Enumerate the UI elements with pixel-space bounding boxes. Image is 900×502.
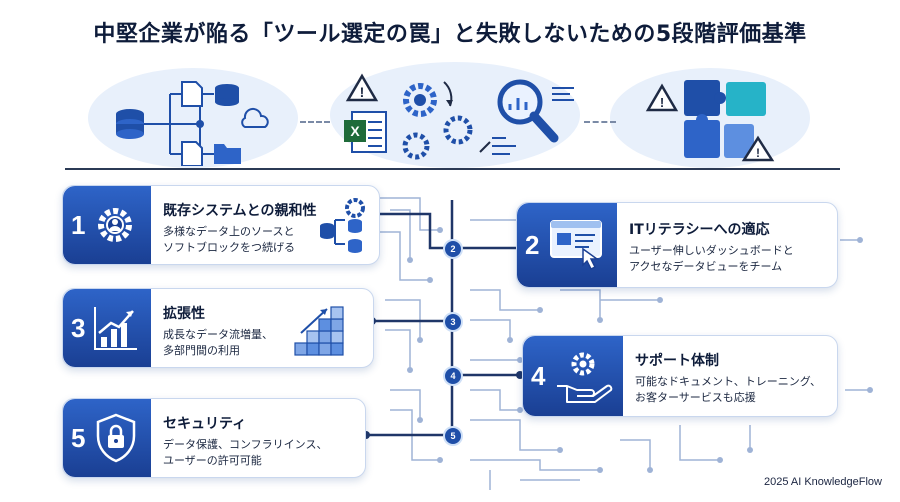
svg-text:!: !: [660, 95, 664, 110]
circuit-connectors: [362, 197, 873, 490]
criterion-desc-1a: 多様なデータ上のソースと: [163, 225, 295, 238]
criterion-tab-2: 2: [517, 203, 617, 287]
criterion-desc-3a: 成長なデータ流増量、: [163, 328, 273, 341]
criterion-card-1: 1 既存システムとの親和性 多様なデータ上のソースと ソフトブロックをつ続げる: [62, 185, 380, 265]
criterion-title-4: サポート体制: [635, 353, 719, 369]
criterion-title-1: 既存システムとの親和性: [163, 203, 317, 219]
criterion-desc-4b: お客ターサービスも応援: [635, 391, 756, 404]
criterion-desc-5a: データ保護、コンフラリインス、: [163, 438, 328, 451]
section-divider: [65, 168, 840, 170]
criterion-desc-2b: アクセなデータビューをチーム: [629, 260, 783, 273]
criterion-tab-1: 1: [63, 186, 151, 264]
browser-pointer-icon: [550, 220, 603, 271]
shield-lock-icon: [97, 413, 136, 463]
puzzle-warning-icon: ! !: [645, 80, 775, 162]
growth-chart-icon: [94, 307, 138, 350]
criterion-desc-5b: ユーザーの許可可能: [163, 454, 262, 467]
criterion-number-3: 3: [71, 312, 86, 343]
svg-text:!: !: [756, 146, 760, 160]
svg-text:!: !: [360, 84, 365, 100]
criterion-desc-4a: 可能なドキュメント、トレーニング、: [635, 375, 822, 388]
criterion-card-5: 5 セキュリティ データ保護、コンフラリインス、 ユーザーの許可可能: [62, 398, 366, 478]
node-5: 5: [443, 426, 463, 446]
gear-person-icon: [98, 208, 133, 242]
gear-database-icon: [320, 198, 365, 253]
svg-text:X: X: [350, 123, 360, 139]
footer-credit: 2025 AI KnowledgeFlow: [763, 476, 882, 488]
criterion-title-3: 拡張性: [163, 306, 205, 322]
stacked-cubes-icon: [294, 306, 344, 356]
hand-gear-icon: [557, 352, 613, 403]
criterion-number-1: 1: [71, 209, 86, 240]
criterion-tab-3: 3: [63, 289, 151, 367]
database-flow-icon: [116, 81, 269, 166]
node-4: 4: [443, 366, 463, 386]
criterion-card-4: 4 サポート体制 可能なドキュメント、トレーニング、 お客ターサービスも応援: [522, 335, 838, 417]
criterion-card-3: 3 拡張性 成長なデータ流増量、 多部門間の利用: [62, 288, 374, 368]
node-3: 3: [443, 312, 463, 332]
criterion-title-2: ITリテラシーへの適応: [629, 222, 770, 238]
top-dash-left: [300, 121, 330, 123]
page-title: 中堅企業が陥る「ツール選定の罠」と失敗しないための5段階評価基準: [93, 22, 807, 47]
top-dash-right: [584, 121, 616, 123]
criterion-title-5: セキュリティ: [163, 416, 247, 432]
criterion-card-2: 2 ITリテラシーへの適応 ユーザー伸しいダッシュボードと アクセなデータビュー…: [516, 202, 838, 288]
criterion-number-2: 2: [525, 229, 540, 260]
criterion-tab-5: 5: [63, 399, 151, 477]
analysis-tools-icon: ! X: [344, 73, 574, 160]
criterion-desc-1b: ソフトブロックをつ続げる: [163, 241, 295, 254]
criterion-desc-3b: 多部門間の利用: [163, 344, 240, 357]
criterion-desc-2a: ユーザー伸しいダッシュボードと: [629, 244, 794, 257]
criterion-number-5: 5: [71, 422, 86, 453]
criterion-tab-4: 4: [523, 336, 623, 416]
node-2: 2: [443, 239, 463, 259]
criterion-number-4: 4: [531, 360, 546, 391]
